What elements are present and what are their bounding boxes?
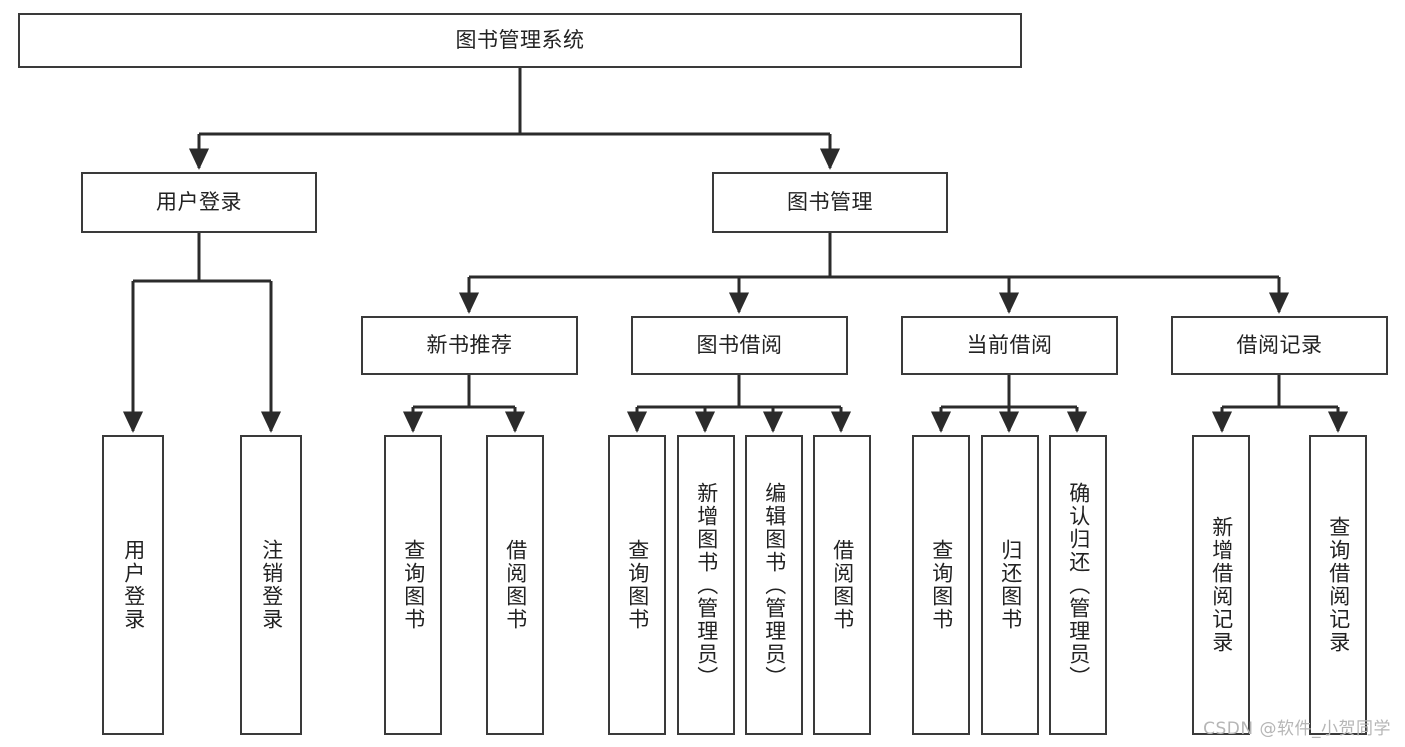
leaf-query-book-2-label: 查询图书 (625, 539, 650, 631)
leaf-logout[interactable]: 注销登录 (240, 435, 302, 735)
leaf-borrow-book-1-label: 借阅图书 (503, 539, 528, 631)
leaf-query-record[interactable]: 查询借阅记录 (1309, 435, 1367, 735)
node-book-manage[interactable]: 图书管理 (712, 172, 948, 233)
leaf-query-record-label: 查询借阅记录 (1326, 516, 1351, 654)
node-new-book-recommend[interactable]: 新书推荐 (361, 316, 578, 375)
node-current-borrow[interactable]: 当前借阅 (901, 316, 1118, 375)
leaf-return-book-label: 归还图书 (998, 539, 1023, 631)
leaf-add-record-label: 新增借阅记录 (1209, 516, 1234, 654)
leaf-confirm-return-label: 确认归还（管理员） (1066, 481, 1091, 689)
leaf-edit-book-label: 编辑图书（管理员） (762, 481, 787, 689)
leaf-add-book[interactable]: 新增图书（管理员） (677, 435, 735, 735)
leaf-borrow-book-2-label: 借阅图书 (830, 539, 855, 631)
node-borrow-record[interactable]: 借阅记录 (1171, 316, 1388, 375)
node-book-manage-label: 图书管理 (787, 189, 873, 214)
leaf-add-book-label: 新增图书（管理员） (694, 481, 719, 689)
leaf-query-book-2[interactable]: 查询图书 (608, 435, 666, 735)
leaf-return-book[interactable]: 归还图书 (981, 435, 1039, 735)
leaf-edit-book[interactable]: 编辑图书（管理员） (745, 435, 803, 735)
leaf-query-book-1-label: 查询图书 (401, 539, 426, 631)
node-book-borrow[interactable]: 图书借阅 (631, 316, 848, 375)
leaf-query-book-3-label: 查询图书 (929, 539, 954, 631)
node-book-borrow-label: 图书借阅 (696, 332, 783, 357)
node-new-book-recommend-label: 新书推荐 (426, 332, 513, 357)
leaf-user-login[interactable]: 用户登录 (102, 435, 164, 735)
leaf-user-login-label: 用户登录 (121, 539, 146, 631)
leaf-query-book-1[interactable]: 查询图书 (384, 435, 442, 735)
watermark: CSDN @软件_小贺同学 (1203, 719, 1391, 739)
node-root[interactable]: 图书管理系统 (18, 13, 1022, 68)
leaf-query-book-3[interactable]: 查询图书 (912, 435, 970, 735)
node-borrow-record-label: 借阅记录 (1236, 332, 1323, 357)
node-root-label: 图书管理系统 (455, 27, 585, 52)
node-user-login[interactable]: 用户登录 (81, 172, 317, 233)
leaf-borrow-book-1[interactable]: 借阅图书 (486, 435, 544, 735)
node-current-borrow-label: 当前借阅 (966, 332, 1053, 357)
leaf-confirm-return[interactable]: 确认归还（管理员） (1049, 435, 1107, 735)
node-user-login-label: 用户登录 (156, 189, 242, 214)
leaf-borrow-book-2[interactable]: 借阅图书 (813, 435, 871, 735)
leaf-add-record[interactable]: 新增借阅记录 (1192, 435, 1250, 735)
leaf-logout-label: 注销登录 (259, 539, 284, 631)
